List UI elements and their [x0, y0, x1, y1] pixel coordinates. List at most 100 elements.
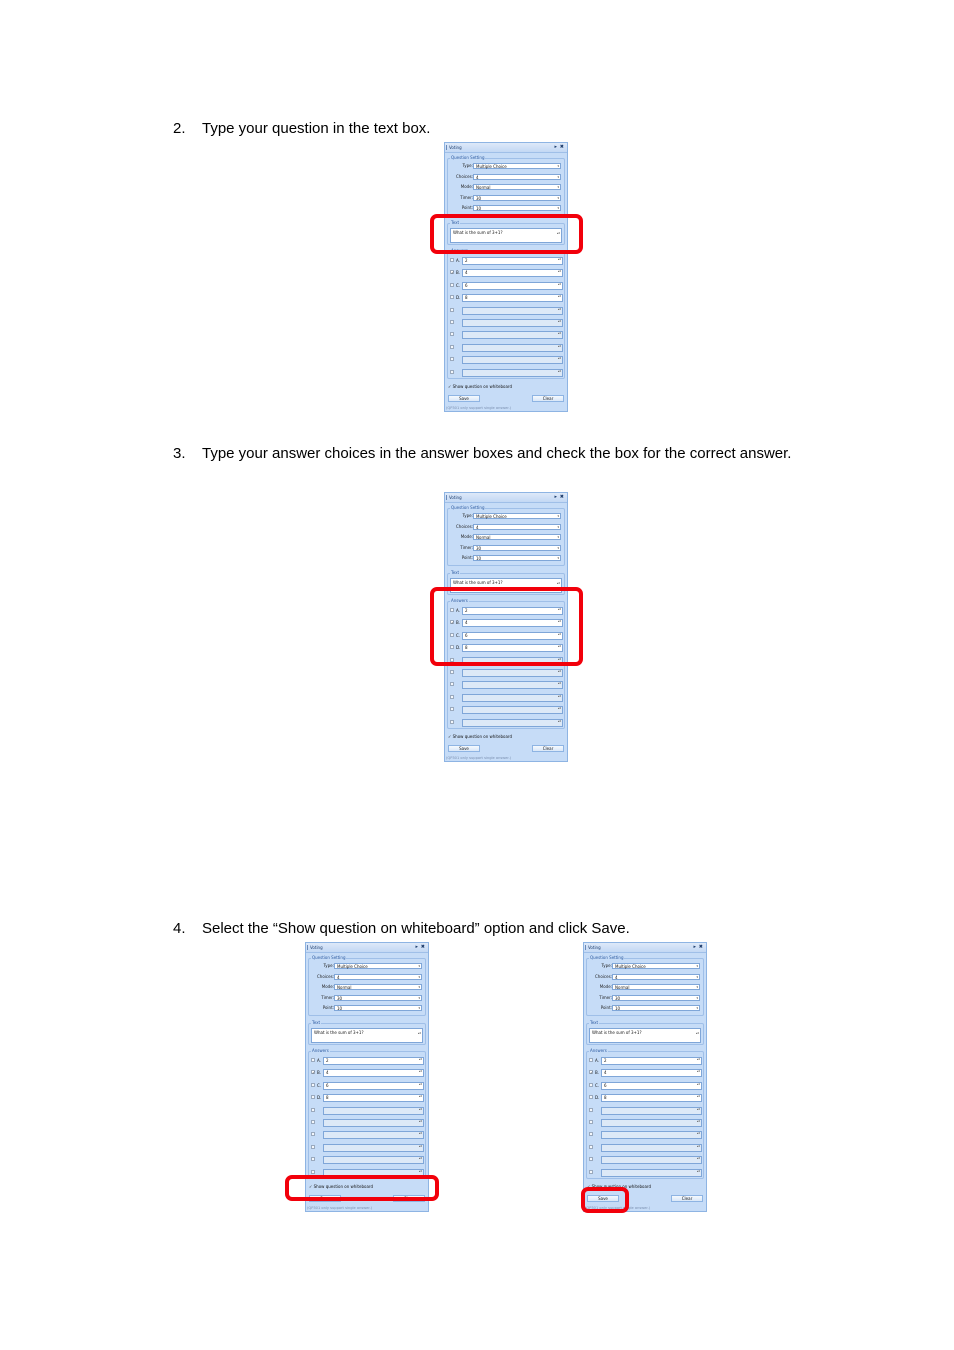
spinner-icon[interactable]: ▴▾ [557, 343, 561, 348]
pin-icon[interactable]: ▸ [554, 494, 557, 500]
spinner-icon[interactable]: ▴▾ [696, 1069, 700, 1074]
show-question-option[interactable]: ✓ Show question on whiteboard [587, 1183, 651, 1190]
point-select[interactable]: 10▾ [473, 205, 561, 211]
show-question-option[interactable]: ✓ Show question on whiteboard [448, 383, 512, 390]
answer-input[interactable]: 4▴▾ [462, 269, 563, 278]
answer-checkbox[interactable] [450, 645, 454, 650]
point-select[interactable]: 10▾ [473, 555, 561, 561]
choices-select[interactable]: 4▾ [473, 173, 561, 180]
spinner-icon[interactable]: ▴▾ [696, 1143, 700, 1148]
spinner-icon[interactable]: ▴▾ [696, 1057, 700, 1061]
save-button[interactable]: Save [587, 1195, 619, 1202]
point-select[interactable]: 10▾ [334, 1005, 422, 1011]
answer-checkbox[interactable] [589, 1082, 593, 1087]
answer-checkbox[interactable]: ✓ [450, 270, 455, 276]
spinner-icon[interactable]: ▴▾ [696, 1131, 700, 1136]
spinner-icon[interactable]: ▴▾ [557, 281, 561, 286]
spinner-icon[interactable]: ▴▾ [418, 1094, 422, 1099]
answer-input[interactable]: ▴▾ [462, 331, 563, 340]
type-select[interactable]: Multiple Choice▾ [473, 513, 561, 519]
answer-input[interactable]: 4▴▾ [601, 1069, 702, 1078]
spinner-icon[interactable]: ▴▾ [557, 294, 561, 299]
answer-checkbox[interactable] [450, 282, 454, 287]
answer-input[interactable]: 4▴▾ [323, 1069, 424, 1078]
timer-select[interactable]: 30▾ [334, 994, 422, 1001]
answer-input[interactable]: ▴▾ [323, 1156, 424, 1165]
choices-select[interactable]: 4▾ [334, 973, 422, 980]
answer-checkbox[interactable]: ✓ [450, 620, 455, 626]
answer-checkbox[interactable] [450, 719, 454, 724]
close-icon[interactable]: ✖ [559, 494, 564, 500]
answer-checkbox[interactable] [311, 1157, 315, 1162]
spinner-icon[interactable]: ▴▾ [418, 1069, 422, 1074]
answer-checkbox[interactable]: ✓ [311, 1070, 316, 1076]
answer-checkbox[interactable] [311, 1095, 315, 1100]
spinner-icon[interactable]: ▴▾ [557, 693, 561, 698]
spinner-icon[interactable]: ▴▾ [418, 1131, 422, 1136]
question-textbox[interactable]: What is the sum of 3+1? ▴▾ [311, 1028, 423, 1043]
answer-checkbox[interactable] [311, 1107, 315, 1112]
spinner-icon[interactable]: ▴▾ [418, 1156, 422, 1161]
spinner-icon[interactable]: ▴▾ [418, 1119, 422, 1123]
spinner-icon[interactable]: ▴▾ [557, 331, 561, 336]
answer-checkbox[interactable] [589, 1107, 593, 1112]
question-textbox[interactable]: What is the sum of 3+1? ▴▾ [450, 228, 562, 243]
answer-input[interactable]: ▴▾ [462, 356, 563, 365]
answer-input[interactable]: 6▴▾ [601, 1081, 702, 1090]
show-question-check[interactable]: ✓ [448, 384, 452, 389]
answer-input[interactable]: ▴▾ [323, 1143, 424, 1152]
spinner-icon[interactable]: ▴▾ [557, 319, 561, 323]
answer-input[interactable]: ▴▾ [462, 681, 563, 690]
answer-checkbox[interactable] [311, 1120, 315, 1124]
answer-input[interactable]: ▴▾ [601, 1156, 702, 1165]
pin-icon[interactable]: ▸ [554, 144, 557, 150]
answer-input[interactable]: ▴▾ [323, 1131, 424, 1140]
spinner-icon[interactable]: ▴▾ [557, 706, 561, 711]
spinner-icon[interactable]: ▴▾ [696, 1094, 700, 1099]
spinner-icon[interactable]: ▴▾ [418, 1081, 422, 1086]
answer-input[interactable]: 8▴▾ [462, 644, 563, 653]
choices-select[interactable]: 4▾ [473, 523, 561, 530]
spinner-icon[interactable]: ▴▾ [557, 607, 561, 611]
spinner-icon[interactable]: ▴▾ [557, 257, 561, 261]
timer-select[interactable]: 30▾ [473, 194, 561, 201]
spinner-icon[interactable]: ▴▾ [557, 718, 561, 723]
answer-input[interactable]: 8▴▾ [601, 1094, 702, 1103]
answer-input[interactable]: ▴▾ [601, 1131, 702, 1140]
answer-input[interactable]: 2▴▾ [462, 607, 563, 615]
scroll-arrows-icon[interactable]: ▴▾ [556, 231, 560, 235]
answer-checkbox[interactable] [450, 369, 454, 374]
clear-button[interactable]: Clear [532, 395, 564, 402]
spinner-icon[interactable]: ▴▾ [557, 669, 561, 673]
answer-checkbox[interactable] [450, 332, 454, 337]
clear-button[interactable]: Clear [532, 745, 564, 752]
spinner-icon[interactable]: ▴▾ [696, 1106, 700, 1111]
spinner-icon[interactable]: ▴▾ [557, 269, 561, 274]
answer-input[interactable]: ▴▾ [601, 1168, 702, 1177]
answer-input[interactable]: ▴▾ [323, 1106, 424, 1115]
spinner-icon[interactable]: ▴▾ [557, 306, 561, 311]
answer-input[interactable]: 2▴▾ [323, 1057, 424, 1065]
mode-select[interactable]: Normal▾ [334, 984, 422, 990]
answer-input[interactable]: ▴▾ [601, 1143, 702, 1152]
question-textbox[interactable]: What is the sum of 3+1? ▴▾ [589, 1028, 701, 1043]
scroll-arrows-icon[interactable]: ▴▾ [417, 1031, 421, 1035]
answer-checkbox[interactable] [450, 608, 454, 612]
answer-input[interactable]: ▴▾ [462, 368, 563, 377]
answer-checkbox[interactable] [311, 1082, 315, 1087]
answer-input[interactable]: ▴▾ [462, 693, 563, 702]
spinner-icon[interactable]: ▴▾ [557, 644, 561, 649]
show-question-check[interactable]: ✓ [448, 734, 452, 739]
spinner-icon[interactable]: ▴▾ [418, 1143, 422, 1148]
mode-select[interactable]: Normal▾ [473, 184, 561, 190]
save-button[interactable]: Save [448, 745, 480, 752]
answer-input[interactable]: ▴▾ [462, 669, 563, 677]
spinner-icon[interactable]: ▴▾ [696, 1168, 700, 1173]
spinner-icon[interactable]: ▴▾ [557, 631, 561, 636]
answer-checkbox[interactable] [311, 1132, 315, 1137]
timer-select[interactable]: 30▾ [473, 544, 561, 551]
spinner-icon[interactable]: ▴▾ [696, 1156, 700, 1161]
spinner-icon[interactable]: ▴▾ [557, 368, 561, 373]
answer-checkbox[interactable] [589, 1144, 593, 1149]
answer-input[interactable]: 2▴▾ [462, 257, 563, 265]
